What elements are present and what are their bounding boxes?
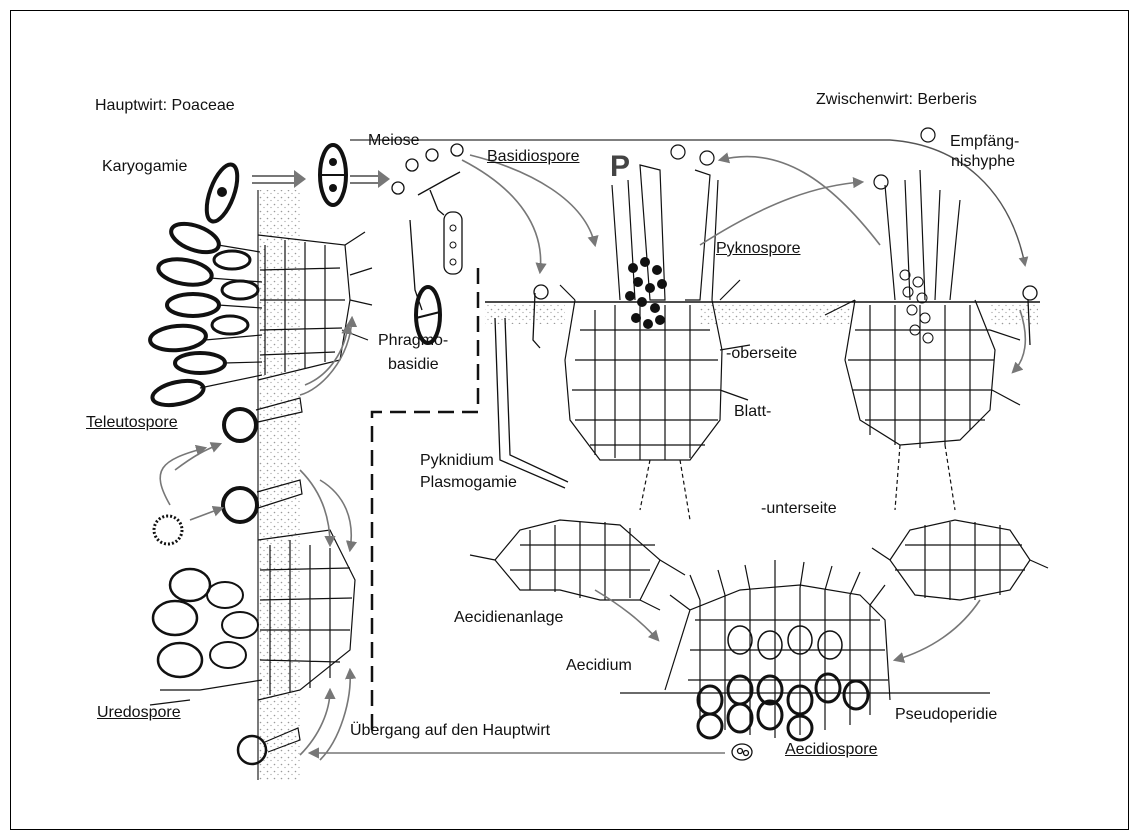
top-connector-line	[350, 140, 1025, 265]
label-phragmo-2: basidie	[388, 356, 439, 374]
free-aecidiospore	[732, 744, 752, 760]
label-uredospore: Uredospore	[97, 704, 181, 722]
label-pyknospore: Pyknospore	[716, 240, 801, 258]
leaf-upper-stipple-left	[485, 304, 565, 324]
label-zwischenwirt: Zwischenwirt: Berberis	[816, 91, 977, 109]
label-plasmogamie: Plasmogamie	[420, 474, 517, 492]
aecidienanlage-right	[872, 520, 1048, 600]
uredo-sorus	[150, 480, 355, 764]
label-teleutospore: Teleutospore	[86, 414, 178, 432]
phragmobasidie	[392, 144, 463, 343]
label-oberseite: -oberseite	[726, 345, 797, 363]
label-hauptwirt: Hauptwirt: Poaceae	[95, 97, 235, 115]
double-arrow-2	[350, 170, 390, 188]
label-aecidium: Aecidium	[566, 657, 632, 675]
label-unterseite: -unterseite	[761, 500, 837, 518]
label-empfaengnis-2: nishyphe	[951, 153, 1015, 171]
pyknospore-cluster-right	[900, 270, 933, 343]
karyogamie-cell	[200, 161, 243, 226]
pyknospore-cluster-left	[625, 257, 667, 329]
label-empfaengnis-1: Empfäng-	[950, 133, 1019, 151]
label-basidiospore: Basidiospore	[487, 148, 580, 166]
label-aecidiospore: Aecidiospore	[785, 741, 878, 759]
pyknidium-left	[560, 145, 750, 520]
label-pyknidium: Pyknidium	[420, 452, 494, 470]
meiose-cell	[320, 145, 346, 205]
leaf-upper-stipple-right	[990, 304, 1038, 326]
label-aecidienanlage: Aecidienanlage	[454, 609, 563, 627]
label-blatt: Blatt-	[734, 403, 771, 421]
aecidium	[665, 560, 890, 738]
label-meiose: Meiose	[368, 132, 420, 150]
double-arrow-1	[252, 170, 306, 188]
label-karyogamie: Karyogamie	[102, 158, 187, 176]
label-phragmo-1: Phragmo-	[378, 332, 448, 350]
aecidienanlage-left	[470, 520, 685, 610]
label-uebergang: Übergang auf den Hauptwirt	[350, 722, 550, 740]
label-pseudoperidie: Pseudoperidie	[895, 706, 997, 724]
aecidiospore-chains	[698, 626, 868, 740]
label-p: P	[610, 152, 630, 182]
